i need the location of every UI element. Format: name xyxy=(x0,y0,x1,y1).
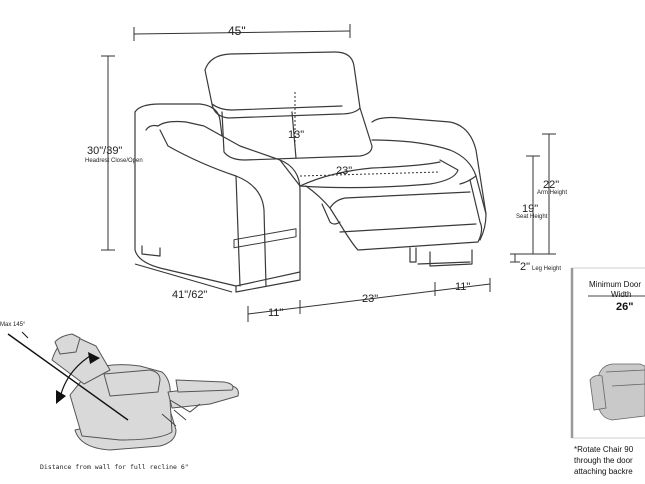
height-note: Headrest Close/Open xyxy=(85,158,143,164)
width-label: 45" xyxy=(228,24,246,38)
headrest-label: 13" xyxy=(288,129,304,141)
door-title-line2: Width xyxy=(611,290,631,299)
arm-height-caption: Arm Height xyxy=(537,190,567,196)
height-label: 30"/39" xyxy=(87,145,122,157)
segment-mid-label: 23" xyxy=(362,293,378,305)
dimension-lines xyxy=(101,24,556,322)
chair-illustration xyxy=(134,51,487,293)
door-note-line3: attaching backre xyxy=(574,467,633,476)
door-title-line1: Minimum Door xyxy=(589,280,641,289)
door-width-value: 26" xyxy=(616,301,633,313)
depth-label: 41"/62" xyxy=(172,289,207,301)
leg-height-caption: Leg Height xyxy=(532,266,561,272)
door-chair-icon xyxy=(589,363,645,421)
door-note-line1: *Rotate Chair 90 xyxy=(574,445,634,454)
seat-height-label: 19" xyxy=(522,203,538,215)
segment-left-label: 11" xyxy=(268,307,283,319)
arm-height-label: 22" xyxy=(543,179,559,191)
door-note-line2: through the door xyxy=(574,456,633,465)
seat-width-label: 23" xyxy=(336,165,352,177)
door-width-panel: Minimum Door Width 26" *Rotate Chair 90 … xyxy=(570,267,645,476)
segment-right-label: 11" xyxy=(455,281,470,293)
recline-side-view: Max 145° Distance from wall for full rec… xyxy=(0,322,239,471)
seat-height-caption: Seat Height xyxy=(516,214,548,220)
leg-height-label: 2" xyxy=(520,261,530,273)
max-angle-label: Max 145° xyxy=(0,322,26,328)
wall-distance-note: Distance from wall for full recline 6" xyxy=(40,463,189,471)
